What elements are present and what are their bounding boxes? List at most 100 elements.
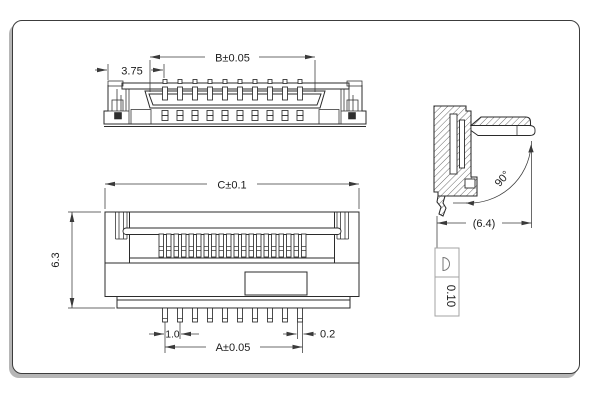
front-tab: [271, 233, 277, 258]
front-pin: [297, 307, 303, 323]
top-pin: [176, 110, 184, 116]
top-pin: [251, 115, 259, 121]
dim-depth-text-bg: [466, 216, 502, 230]
top-view-outline: [103, 85, 367, 127]
dim-a-label: A±0.05: [216, 342, 251, 354]
front-tab: [301, 233, 307, 258]
front-pin: [192, 307, 198, 323]
dim-height: 6.3: [50, 211, 115, 309]
dim-c-text-bg: [207, 177, 257, 191]
dim-edge-label: 3.75: [121, 66, 142, 78]
top-pin: [161, 110, 169, 116]
front-pin: [267, 307, 273, 323]
side-actuator-lever: [469, 116, 532, 127]
top-pin: [252, 86, 258, 101]
front-view: C±0.1 6.3 1.0 0.2: [50, 177, 360, 354]
dim-pitch-text-bg: [165, 328, 180, 340]
top-view-flange: [121, 82, 350, 90]
front-view-body: [104, 211, 360, 309]
dim-b-label: B±0.05: [215, 53, 250, 65]
profile-symbol-icon: [442, 256, 450, 272]
front-tab: [278, 233, 284, 258]
top-view-slot: [144, 90, 326, 109]
dim-c-extension-lines: [104, 188, 360, 209]
front-pin: [237, 307, 243, 323]
front-tab: [166, 233, 172, 258]
dim-c-label: C±0.1: [217, 180, 246, 192]
top-view-left-latch-mark: [114, 112, 122, 120]
dim-b-text-bg: [205, 50, 259, 64]
top-pin: [237, 86, 243, 101]
top-pin: [266, 115, 274, 121]
front-view-contact-tabs: [158, 233, 307, 258]
front-pin: [252, 307, 258, 323]
top-pin: [281, 115, 289, 121]
top-pin: [282, 86, 288, 101]
top-pin: [221, 110, 229, 116]
angle-arc: [465, 145, 532, 204]
top-pin: [296, 110, 304, 116]
top-pin: [221, 115, 229, 121]
top-pin: [282, 79, 288, 84]
dim-height-extension-lines: [68, 211, 115, 309]
top-pin: [161, 115, 169, 121]
top-pin: [251, 110, 259, 116]
front-pin: [177, 307, 183, 323]
side-section-view: 90° (6.4) 0.10: [433, 105, 536, 317]
dim-b: B±0.05: [149, 50, 316, 92]
dim-b-extension-lines: [149, 60, 316, 92]
front-tab: [211, 233, 217, 258]
front-view-end-slots: [115, 212, 349, 240]
top-view-pins: [161, 79, 304, 121]
top-view-end-tabs: [107, 80, 363, 87]
top-pin: [222, 86, 228, 101]
front-tab: [241, 233, 247, 258]
top-pin: [297, 86, 303, 101]
side-contact-slot: [459, 119, 465, 169]
top-pin: [207, 86, 213, 101]
top-view: B±0.05 3.75: [95, 50, 367, 127]
top-pin: [191, 110, 199, 116]
top-pin: [266, 110, 274, 116]
top-pin: [191, 115, 199, 121]
top-pin: [206, 110, 214, 116]
top-view-bracket-details: [108, 89, 362, 124]
top-pin: [297, 79, 303, 84]
front-tab: [196, 233, 202, 258]
side-bottom-notch: [464, 178, 476, 189]
top-pin: [207, 79, 213, 84]
top-pin: [281, 110, 289, 116]
front-tab: [173, 233, 179, 258]
front-tab: [233, 233, 239, 258]
top-pin: [236, 110, 244, 116]
front-view-solder-pins: [162, 307, 303, 323]
dim-edge-extension-lines: [107, 64, 165, 80]
top-pin: [222, 79, 228, 84]
front-pin: [222, 307, 228, 323]
side-solder-tail: [436, 195, 447, 217]
front-pin: [207, 307, 213, 323]
front-tab: [226, 233, 232, 258]
front-tab: [181, 233, 187, 258]
dim-edge-to-pin: 3.75: [95, 64, 165, 80]
front-view-blade: [122, 227, 342, 235]
top-pin: [176, 115, 184, 121]
top-view-right-latch-mark: [348, 112, 356, 120]
front-tab: [256, 233, 262, 258]
drawing-frame: [12, 20, 580, 374]
front-tab: [248, 233, 254, 258]
dim-height-label: 6.3: [50, 252, 62, 267]
front-tab: [158, 233, 164, 258]
top-pin: [192, 86, 198, 101]
dim-a: A±0.05: [165, 340, 303, 354]
dim-pitch-label: 1.0: [165, 330, 179, 341]
top-pin: [296, 115, 304, 121]
angle-arrow-top: [528, 144, 534, 153]
front-tab: [293, 233, 299, 258]
top-view-holddown-pads: [130, 109, 340, 125]
top-pin: [206, 115, 214, 121]
front-tab: [218, 233, 224, 258]
dim-a-text-bg: [206, 340, 260, 354]
